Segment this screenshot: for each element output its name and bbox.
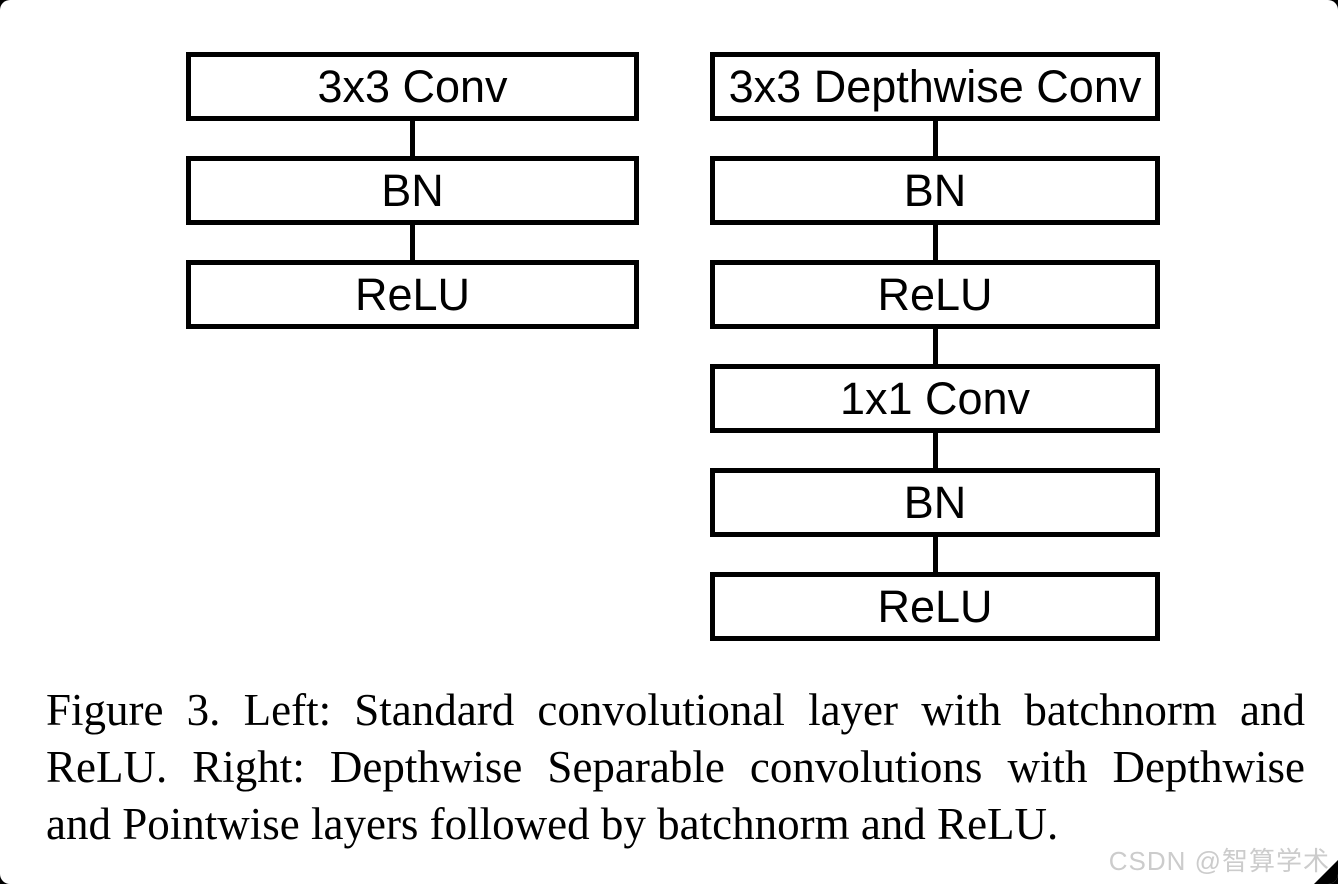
connector-line xyxy=(932,329,938,364)
figure-caption-line-1: Figure 3. Left: Standard convolutional l… xyxy=(46,685,1305,735)
node-label: BN xyxy=(381,165,444,216)
node-label: BN xyxy=(903,477,967,528)
watermark: CSDN @智算学术 xyxy=(1108,846,1330,876)
node-label: 1x1 Conv xyxy=(839,373,1031,424)
left-column-diagram: 3x3 Conv BN ReLU xyxy=(186,52,639,329)
node-label: 3x3 Conv xyxy=(317,61,508,112)
connector-line xyxy=(932,433,938,468)
connector-line xyxy=(410,121,415,156)
node-label: 3x3 Depthwise Conv xyxy=(728,61,1142,112)
node-bn-right-1: BN xyxy=(710,156,1160,225)
node-3x3-conv: 3x3 Conv xyxy=(186,52,639,121)
node-3x3-depthwise-conv: 3x3 Depthwise Conv xyxy=(710,52,1160,121)
node-bn-right-2: BN xyxy=(710,468,1160,537)
node-bn-left: BN xyxy=(186,156,639,225)
node-relu-right-1: ReLU xyxy=(710,260,1160,329)
right-column-diagram: 3x3 Depthwise Conv BN ReLU 1x1 Conv BN R… xyxy=(710,52,1160,641)
node-label: BN xyxy=(903,165,967,216)
connector-line xyxy=(932,537,938,572)
figure-caption-line-2: ReLU. Right: Depthwise Separable convolu… xyxy=(46,742,1305,792)
node-relu-right-2: ReLU xyxy=(710,572,1160,641)
node-relu-left: ReLU xyxy=(186,260,639,329)
node-1x1-conv: 1x1 Conv xyxy=(710,364,1160,433)
figure-caption-line-3: and Pointwise layers followed by batchno… xyxy=(46,799,1059,849)
connector-line xyxy=(932,121,938,156)
figure-caption: Figure 3. Left: Standard convolutional l… xyxy=(46,682,1305,853)
node-label: ReLU xyxy=(877,581,993,632)
node-label: ReLU xyxy=(354,269,471,320)
node-label: ReLU xyxy=(877,269,993,320)
connector-line xyxy=(410,225,415,260)
connector-line xyxy=(932,225,938,260)
